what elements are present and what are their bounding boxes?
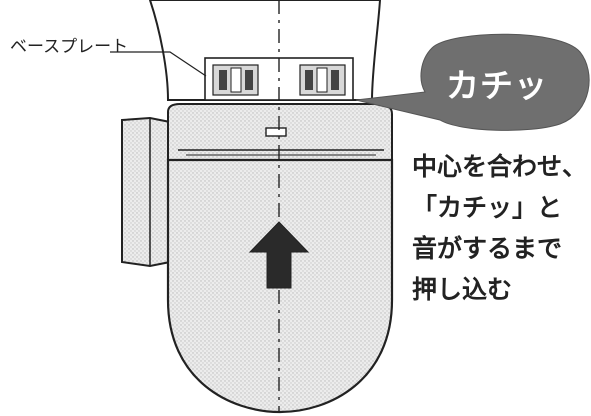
push-arrow xyxy=(248,221,310,289)
side-control-panel xyxy=(121,116,171,268)
instruction-line: 音がするまで xyxy=(412,234,563,263)
instruction-line: 中心を合わせ、 xyxy=(412,152,588,181)
click-sound-label: カチッ xyxy=(446,66,548,105)
click-sound-bubble xyxy=(355,33,590,131)
instruction-line: 押し込む xyxy=(412,275,513,304)
seat-housing-slot xyxy=(265,127,287,137)
instruction-line: 「カチッ」と xyxy=(412,193,563,222)
instruction-text: 中心を合わせ、 「カチッ」と 音がするまで 押し込む xyxy=(412,146,587,310)
base-plate-label: ベースプレート xyxy=(10,37,129,57)
base-plate-leader xyxy=(110,51,207,77)
